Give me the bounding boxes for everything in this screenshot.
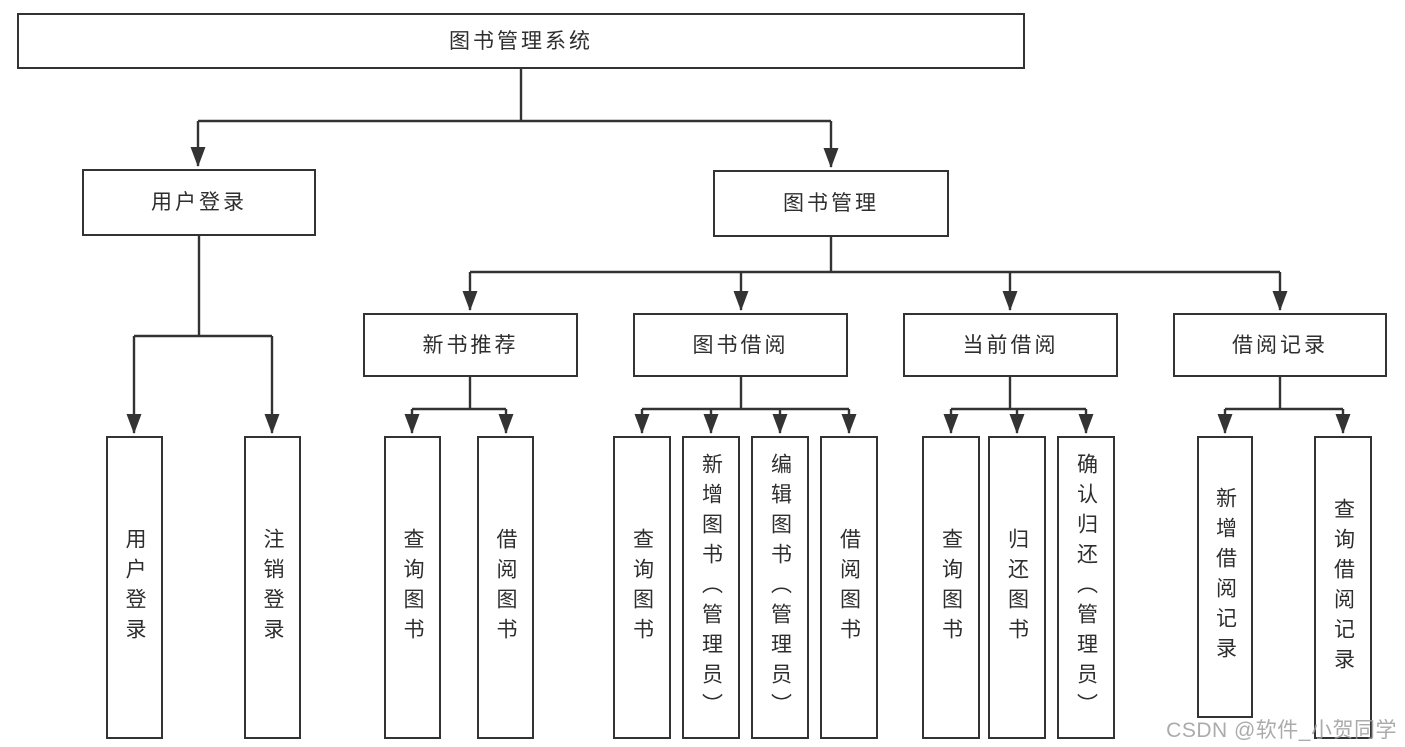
csdn-watermark: CSDN @软件_小贺同学 [1166, 719, 1397, 742]
leaf-current-query-book: 查询图书 [922, 436, 980, 739]
node-borrow-record: 借阅记录 [1173, 313, 1387, 377]
leaf-borrow-edit-book-admin: 编辑图书（管理员） [751, 436, 809, 739]
node-book-borrow: 图书借阅 [633, 313, 848, 377]
node-new-book-recommend: 新书推荐 [363, 313, 578, 377]
leaf-borrow-add-book-admin: 新增图书（管理员） [682, 436, 740, 739]
leaf-current-return-book: 归还图书 [988, 436, 1046, 739]
node-book-management: 图书管理 [713, 170, 949, 237]
leaf-record-add: 新增借阅记录 [1197, 436, 1253, 718]
leaf-record-query: 查询借阅记录 [1314, 436, 1372, 739]
node-user-login: 用户登录 [82, 169, 316, 236]
leaf-borrow-borrow-book: 借阅图书 [820, 436, 878, 739]
leaf-borrow-query-book: 查询图书 [613, 436, 671, 739]
leaf-rec-borrow-book: 借阅图书 [477, 436, 534, 739]
node-current-borrow: 当前借阅 [903, 313, 1118, 377]
leaf-user-login: 用户登录 [106, 436, 163, 739]
node-root-library-system: 图书管理系统 [17, 13, 1025, 69]
leaf-rec-query-book: 查询图书 [384, 436, 441, 739]
leaf-current-confirm-return-admin: 确认归还（管理员） [1057, 436, 1115, 739]
leaf-logout: 注销登录 [244, 436, 301, 739]
